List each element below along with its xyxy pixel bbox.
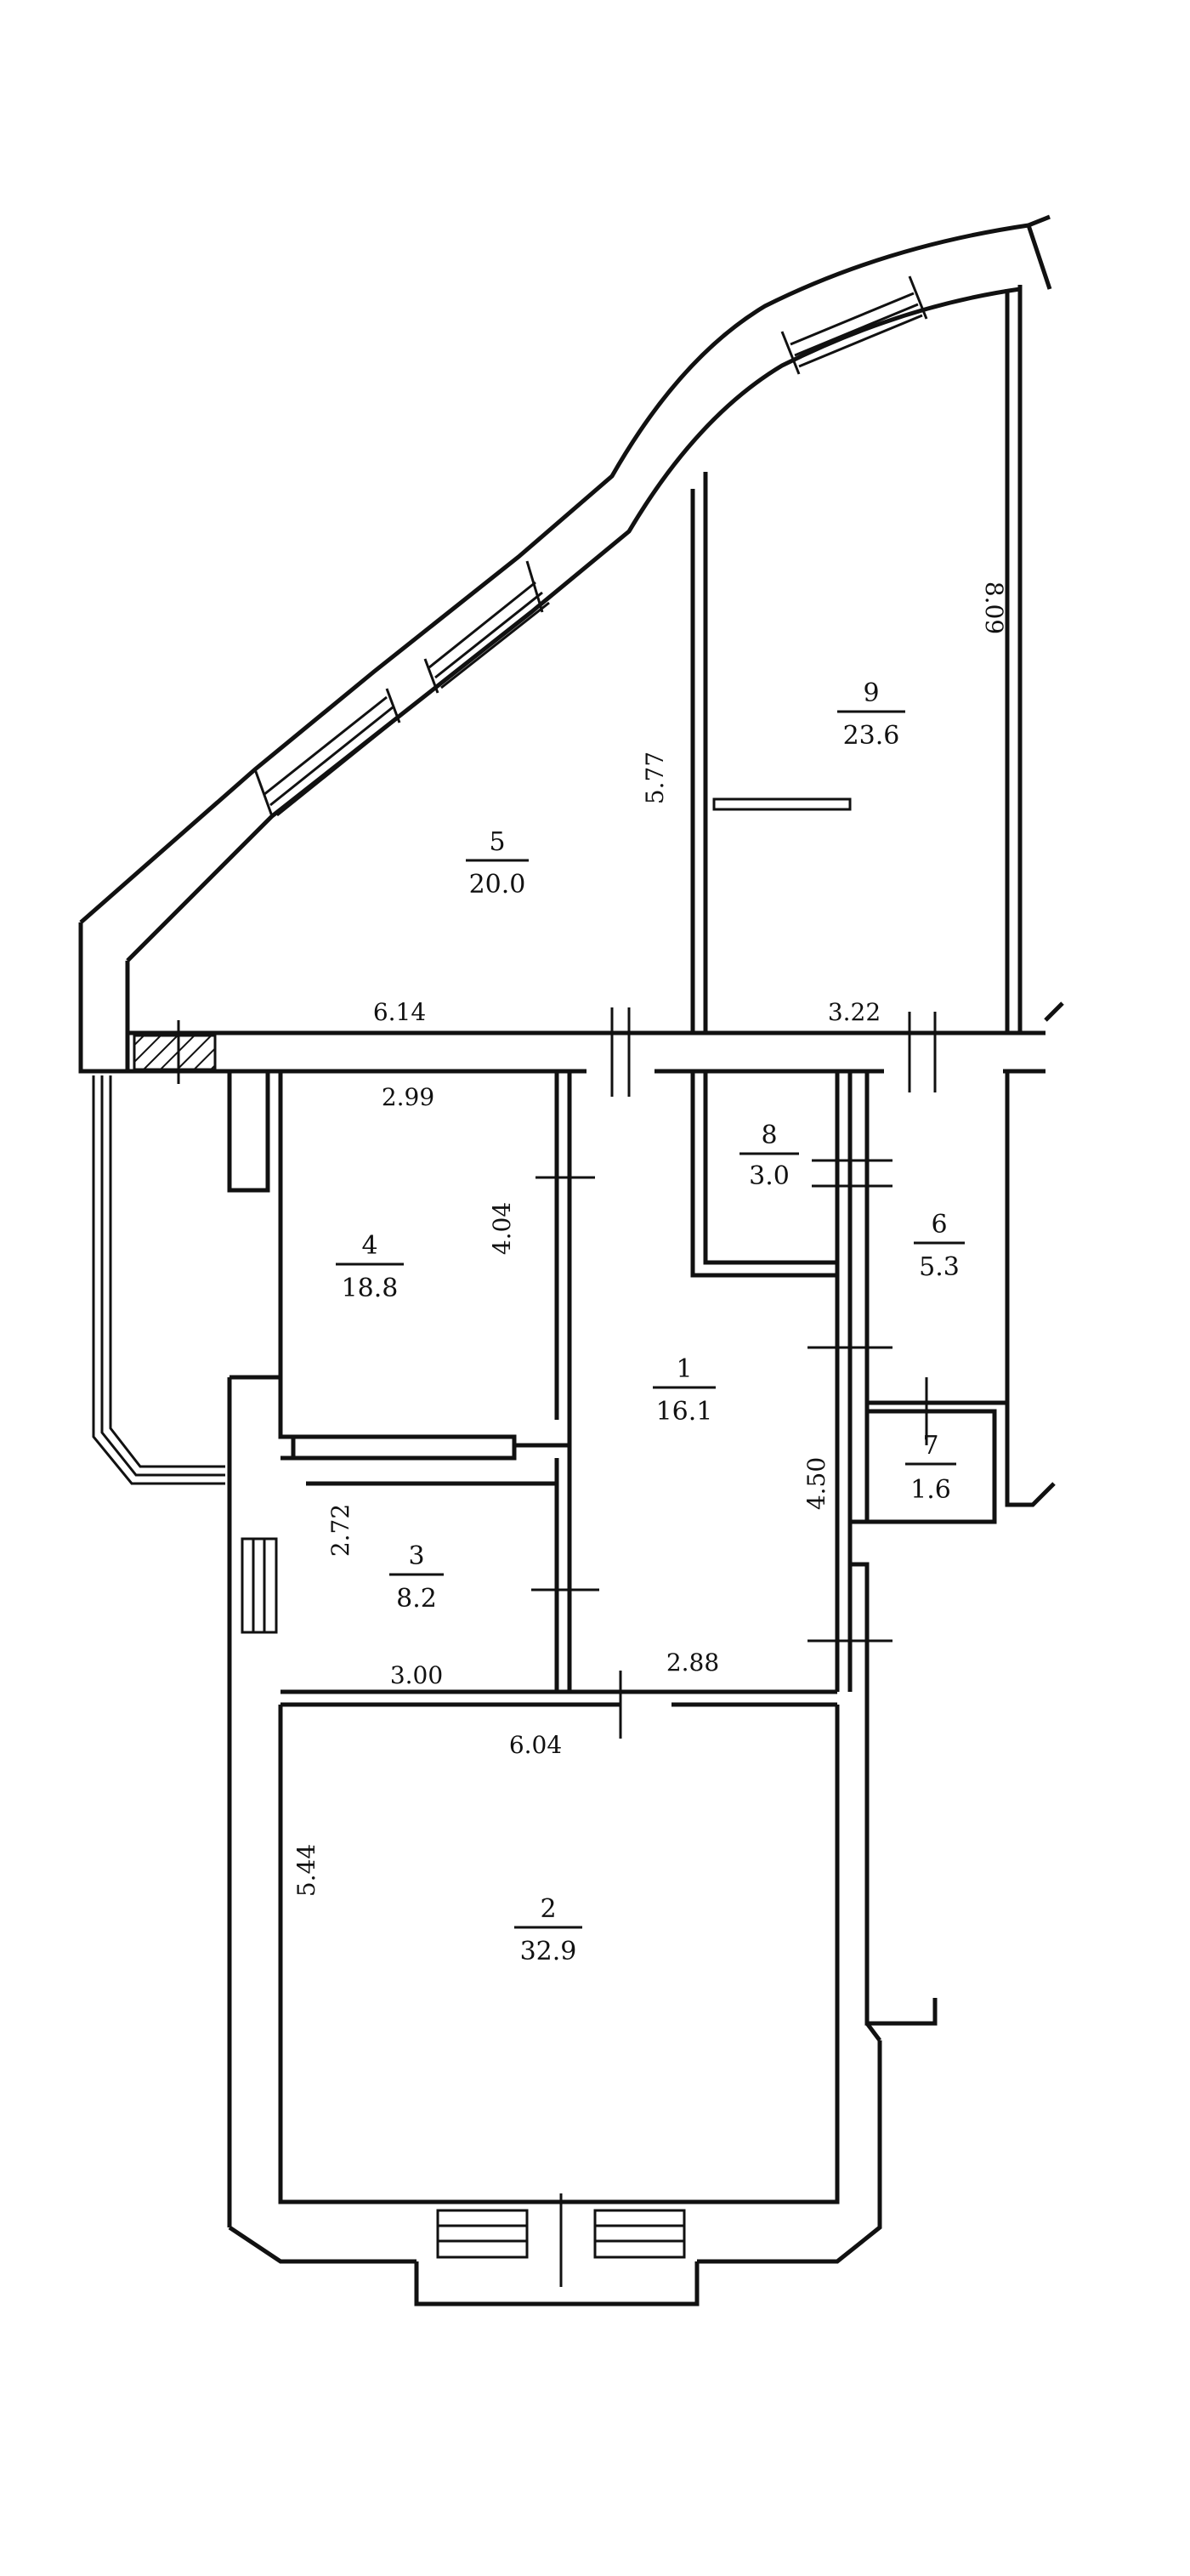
dimension-272: 2.72 — [326, 1504, 354, 1557]
wall-4-1 — [554, 1071, 572, 1445]
room-labels: 5 20.0 9 23.6 4 18.8 8 3.0 6 5.3 1 16.1 — [336, 678, 965, 1966]
room-number: 3 — [408, 1541, 424, 1571]
dimension-288: 2.88 — [666, 1648, 719, 1677]
room-area: 18.8 — [342, 1274, 399, 1303]
balcony-window-lines — [438, 2224, 684, 2243]
diagonal-outer-wall — [79, 223, 1029, 924]
room7-walls — [864, 1403, 1056, 1524]
room-label-4: 4 18.8 — [336, 1231, 404, 1303]
room1-right — [835, 1071, 853, 1692]
right-wall-room9 — [1005, 285, 1023, 1033]
diagonal-windows — [253, 275, 928, 817]
room-area: 23.6 — [843, 721, 900, 751]
room-number: 9 — [863, 678, 879, 708]
bay-window-frame — [92, 1075, 225, 1485]
room-area: 1.6 — [910, 1475, 951, 1505]
room-area: 5.3 — [919, 1252, 960, 1282]
room-number: 8 — [761, 1121, 777, 1150]
window-diag-1 — [263, 695, 400, 817]
dimension-404: 4.04 — [488, 1202, 516, 1255]
room-label-8: 8 3.0 — [740, 1121, 799, 1191]
corner-cap — [1026, 214, 1052, 290]
balcony-window-right — [593, 2209, 686, 2259]
room-number: 2 — [540, 1894, 556, 1924]
small-window-left — [241, 1537, 278, 1634]
left-end-wall — [78, 922, 130, 1074]
dimension-544: 5.44 — [292, 1844, 320, 1897]
left-bay — [92, 1034, 225, 1485]
window-ticks — [253, 275, 928, 817]
room-area: 3.0 — [749, 1161, 790, 1191]
dimension-614: 6.14 — [373, 998, 426, 1026]
interior-walls — [227, 1071, 1056, 2306]
outer-walls — [78, 214, 1064, 1074]
window-diag-2 — [428, 581, 550, 689]
room-number: 7 — [922, 1431, 938, 1461]
room-label-9: 9 23.6 — [837, 678, 905, 751]
corridor-right — [850, 1519, 938, 2026]
left-column — [227, 1375, 283, 2227]
room-label-6: 6 5.3 — [914, 1210, 965, 1282]
room-area: 32.9 — [520, 1937, 577, 1966]
room-number: 1 — [676, 1354, 692, 1384]
room-number: 6 — [931, 1210, 947, 1240]
room-label-3: 3 8.2 — [389, 1541, 444, 1614]
window-diag-3 — [790, 292, 923, 368]
room-area: 20.0 — [469, 870, 526, 899]
dimension-604: 6.04 — [509, 1731, 562, 1759]
room-area: 16.1 — [656, 1397, 713, 1427]
partition-stub-9 — [712, 797, 852, 811]
dimension-809: 8.09 — [980, 582, 1008, 634]
dimension-299: 2.99 — [382, 1083, 434, 1111]
room-area: 8.2 — [396, 1584, 437, 1614]
room2-walls — [228, 1705, 882, 2264]
dimension-300: 3.00 — [390, 1661, 443, 1689]
door-marks — [177, 1007, 937, 2287]
small-window-lines — [252, 1539, 266, 1632]
dimension-labels: 6.14 3.22 5.77 8.09 2.99 4.04 2.72 3.00 … — [292, 582, 1008, 1897]
dimension-450: 4.50 — [802, 1457, 830, 1510]
room-label-1: 1 16.1 — [653, 1354, 716, 1427]
dimension-322: 3.22 — [828, 998, 881, 1026]
balcony-window-left — [436, 2209, 529, 2259]
room3-top-inner — [306, 1458, 559, 1486]
dimension-577: 5.77 — [641, 752, 669, 804]
main-horizontal-wall — [128, 1030, 1046, 1074]
column-hatched — [133, 1034, 217, 1071]
room-label-5: 5 20.0 — [466, 827, 529, 899]
main-wall-end — [1044, 1001, 1064, 1022]
balcony — [414, 2261, 700, 2306]
room-number: 5 — [489, 827, 505, 857]
wall-5-9 — [690, 472, 708, 1033]
room-number: 4 — [361, 1231, 377, 1261]
diagonal-inner-wall — [126, 287, 1021, 962]
room-label-2: 2 32.9 — [514, 1894, 582, 1966]
room8-walls — [690, 1071, 837, 1278]
room-label-7: 7 1.6 — [905, 1431, 956, 1505]
